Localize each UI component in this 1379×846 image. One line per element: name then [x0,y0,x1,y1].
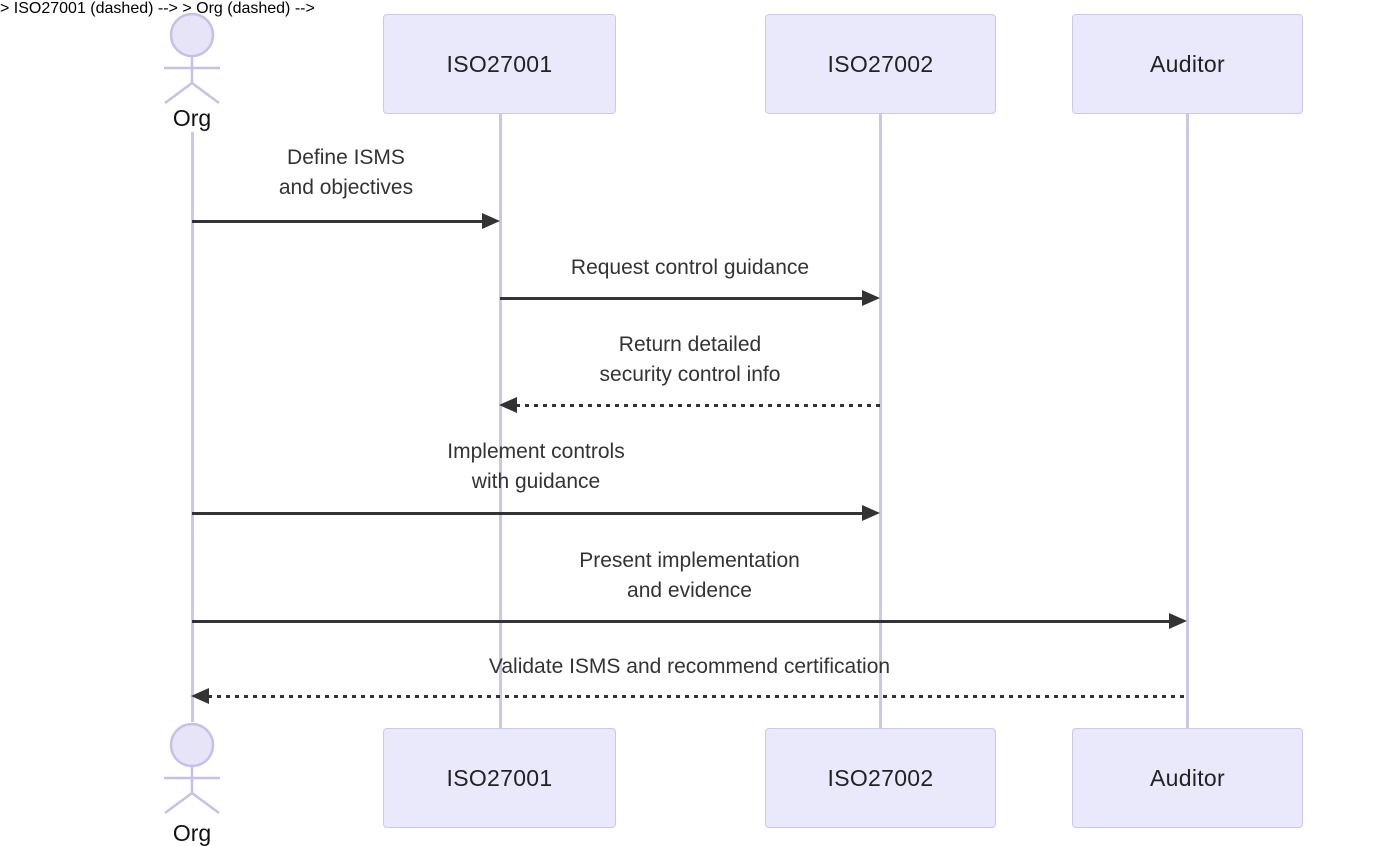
arrowhead-right-icon [482,213,500,229]
message-arrow-line [192,512,864,515]
participant-label: ISO27002 [827,764,934,791]
message-label: Validate ISMS and recommend certificatio… [488,655,891,678]
participant-label: ISO27001 [446,764,553,791]
lifeline-iso27001 [499,114,502,728]
actor-figure-icon [164,722,220,815]
message-arrow-line [192,220,484,223]
message-arrow-line-dashed [208,695,1187,698]
message-label: Define ISMS and objectives [278,146,414,199]
message-label: Request control guidance [570,256,810,279]
arrowhead-left-icon [499,397,517,413]
lifeline-iso27002 [879,114,882,728]
actor-figure-icon [164,12,220,105]
lifeline-org [191,132,194,722]
actor-label-org-bottom: Org [172,820,212,846]
participant-label: Auditor [1150,764,1225,791]
participant-label: Auditor [1150,50,1225,77]
participant-box-iso27002-top: ISO27002 [765,14,996,114]
message-label: Present implementation and evidence [579,549,800,602]
participant-box-iso27001-top: ISO27001 [383,14,616,114]
participant-box-iso27001-bottom: ISO27001 [383,728,616,828]
participant-label: ISO27001 [446,50,553,77]
participant-label: ISO27002 [827,50,934,77]
participant-box-auditor-bottom: Auditor [1072,728,1303,828]
message-arrow-line [192,620,1171,623]
participant-box-iso27002-bottom: ISO27002 [765,728,996,828]
participant-box-auditor-top: Auditor [1072,14,1303,114]
actor-label-org-top: Org [172,105,212,131]
message-label: Implement controls with guidance [447,440,625,493]
arrowhead-left-icon [191,688,209,704]
message-arrow-line [500,297,864,300]
message-label: Return detailed security control info [599,333,781,386]
arrowhead-right-icon [862,290,880,306]
arrowhead-right-icon [1169,613,1187,629]
arrowhead-right-icon [862,505,880,521]
lifeline-auditor [1186,114,1189,728]
message-arrow-line-dashed [516,404,880,407]
